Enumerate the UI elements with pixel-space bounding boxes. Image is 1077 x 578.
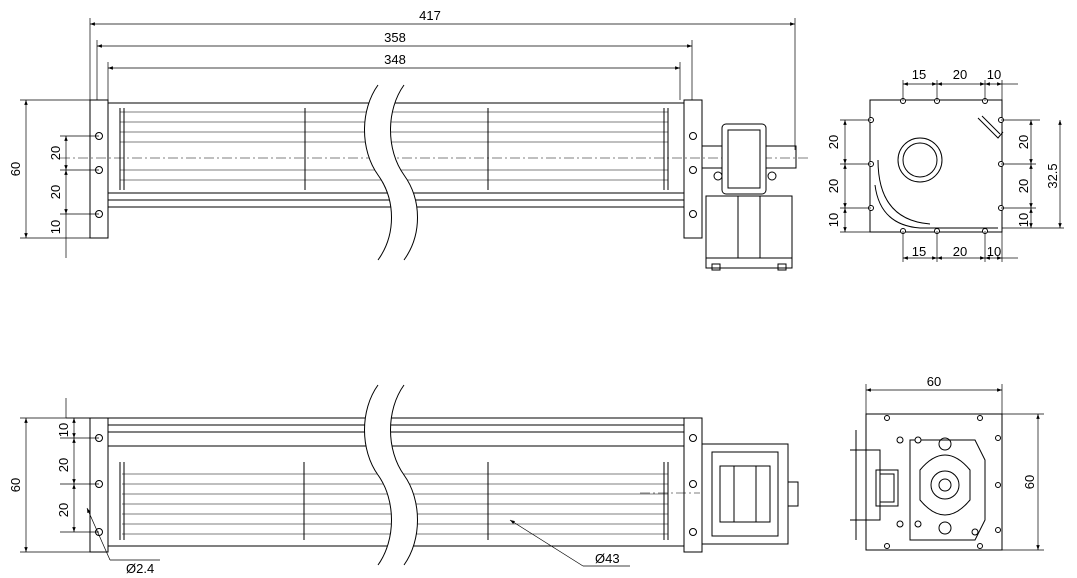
front-dim-10-label: 10 bbox=[56, 423, 71, 437]
dim-hole-10-label: 10 bbox=[48, 220, 63, 234]
end-dim-right-10: 10 bbox=[1016, 213, 1031, 227]
motor-bracket bbox=[919, 454, 971, 516]
break-symbol bbox=[364, 85, 418, 260]
dim-348-label: 348 bbox=[384, 52, 406, 67]
hole-diameter-label: Ø2.4 bbox=[126, 561, 154, 576]
end-dim-right-20a: 20 bbox=[1016, 135, 1031, 149]
end-dim-right-20b: 20 bbox=[1016, 179, 1031, 193]
dim-hole-20b-label: 20 bbox=[48, 185, 63, 199]
front-dim-20b-label: 20 bbox=[56, 503, 71, 517]
front-dim-20a-label: 20 bbox=[56, 458, 71, 472]
motor-dim-width-label: 60 bbox=[927, 374, 941, 389]
end-dim-left-20b: 20 bbox=[826, 179, 841, 193]
motor-view: 60 60 bbox=[850, 374, 1044, 551]
right-holes bbox=[689, 132, 697, 218]
dim-358-label: 358 bbox=[384, 30, 406, 45]
end-dim-right-32-5: 32.5 bbox=[1045, 163, 1060, 188]
end-view-top: 15 20 10 15 20 10 20 20 10 20 bbox=[826, 67, 1064, 262]
motor-dim-height-label: 60 bbox=[1022, 475, 1037, 489]
front-motor bbox=[701, 443, 799, 545]
dim-hole-20a-label: 20 bbox=[48, 146, 63, 160]
end-dim-top-15: 15 bbox=[912, 67, 926, 82]
front-dim-60-label: 60 bbox=[8, 478, 23, 492]
motor-plate-outline bbox=[865, 413, 1003, 551]
end-dim-bottom-20: 20 bbox=[953, 244, 967, 259]
end-dim-left-20a: 20 bbox=[826, 135, 841, 149]
dim-60-label: 60 bbox=[8, 162, 23, 176]
rotor-diameter-label: Ø43 bbox=[595, 551, 620, 566]
dim-417-label: 417 bbox=[419, 8, 441, 23]
end-dim-bottom-15: 15 bbox=[912, 244, 926, 259]
scroll-outlet bbox=[897, 137, 943, 183]
end-dim-bottom-10: 10 bbox=[987, 244, 1001, 259]
end-dim-top-20: 20 bbox=[953, 67, 967, 82]
top-view: 417 358 348 bbox=[8, 8, 810, 271]
front-view: 60 10 20 20 Ø2.4 Ø43 bbox=[8, 384, 799, 576]
motor-view-holes bbox=[884, 415, 1001, 549]
front-right-holes bbox=[689, 434, 697, 536]
motor-assembly bbox=[701, 123, 797, 271]
end-dim-top-10: 10 bbox=[987, 67, 1001, 82]
end-dim-left-10: 10 bbox=[826, 213, 841, 227]
front-break-symbol bbox=[364, 385, 418, 565]
